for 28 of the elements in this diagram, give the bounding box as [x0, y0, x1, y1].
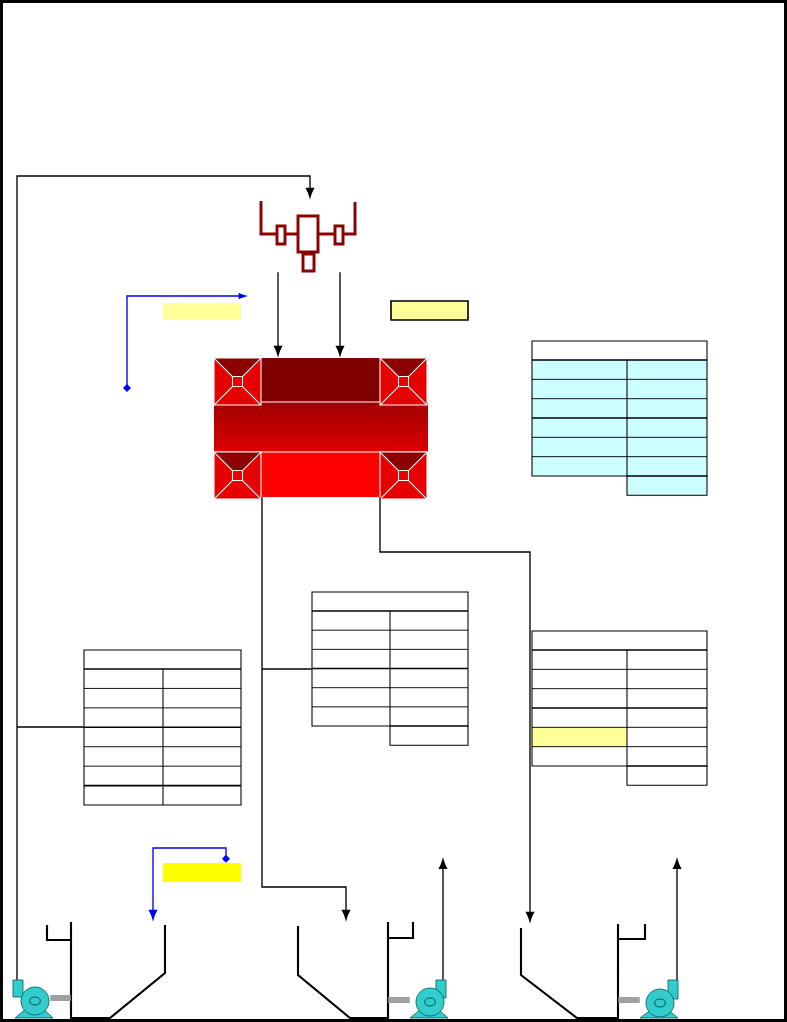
- label-box: [163, 303, 241, 320]
- arrow: [438, 859, 448, 981]
- tank-drawing: [45, 922, 167, 1020]
- tank-drawing: [296, 922, 415, 1020]
- arrow: [16, 175, 315, 981]
- label-box: [390, 300, 469, 321]
- pump-drawing: [12, 979, 54, 1019]
- pump-drawing: [409, 979, 449, 1019]
- arrow: [379, 496, 535, 922]
- machine-box: [213, 357, 429, 500]
- arrow: [335, 271, 345, 356]
- table: [531, 630, 708, 786]
- pipe: [50, 995, 71, 1001]
- table: [83, 649, 242, 806]
- pump-drawing: [639, 979, 679, 1019]
- tank-drawing: [519, 924, 647, 1020]
- arrow: [148, 847, 230, 920]
- leader-line: [261, 668, 313, 670]
- pipe: [388, 997, 410, 1003]
- arrow: [672, 859, 682, 981]
- pipe: [618, 997, 640, 1003]
- label-box: [163, 863, 241, 882]
- separator-symbol: [259, 199, 357, 273]
- arrow: [261, 496, 351, 920]
- arrow: [273, 271, 283, 356]
- table: [531, 340, 708, 496]
- table: [311, 591, 469, 746]
- leader-line: [16, 726, 85, 728]
